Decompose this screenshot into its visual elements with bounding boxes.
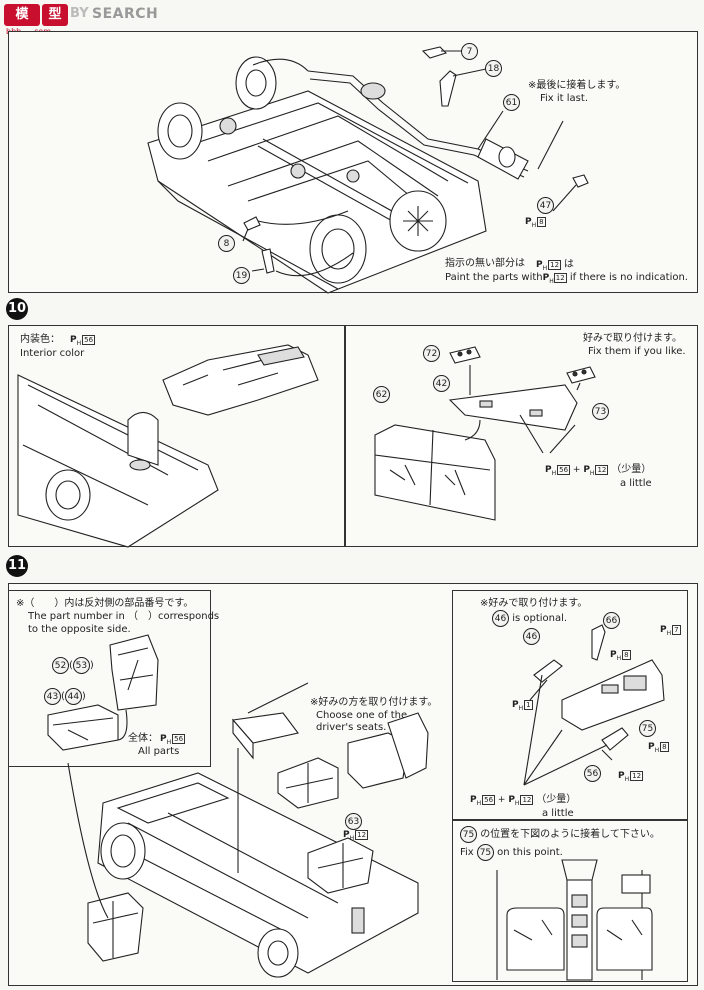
part-52: 52 [52, 657, 69, 674]
fix-if-like-jp: 好みで取り付けます。 [583, 333, 682, 344]
step11-interior-topview-illustration [496, 859, 653, 981]
logo-badge-icon-2: 型 [42, 4, 68, 26]
part-73: 73 [592, 403, 609, 420]
opposite-note-en-1: The part number in （ ）corresponds [28, 611, 220, 622]
part-46-inline: 46 [492, 610, 509, 627]
part-pair-43-44: 43(44) [44, 688, 86, 705]
logo-badge-icon: 模 [4, 4, 40, 26]
mix-jp-step11: （少量） [536, 794, 577, 805]
paren-close-2: ) [81, 691, 86, 702]
opposite-note-en-2: to the opposite side. [28, 624, 131, 635]
step9-chassis-illustration [147, 46, 589, 294]
no-indication-note-jp: 指示の無い部分は [445, 258, 525, 269]
step-10-badge: 10 [6, 298, 28, 320]
step11-console-illustration [523, 624, 665, 786]
all-parts-en: All parts [138, 746, 180, 757]
logo-text: SEARCH [92, 6, 159, 22]
fix75-en-post: on this point. [497, 847, 563, 858]
fix75-note-jp: 75 の位置を下図のように接着して下さい。 [460, 826, 660, 843]
fix-if-like-en: Fix them if you like. [588, 346, 686, 357]
paren-close: ) [89, 660, 94, 671]
step11-seat-parts-illustration [47, 634, 159, 751]
part-66: 66 [603, 612, 620, 629]
optional-46-en: 46 is optional. [492, 610, 567, 627]
interior-color-label-en: Interior color [20, 348, 85, 359]
part-19: 19 [233, 267, 250, 284]
fix-last-note-en: Fix it last. [540, 93, 588, 104]
step11-chassis-illustration [67, 682, 429, 978]
part-62: 62 [373, 386, 390, 403]
choose-seat-en-2: driver's seats. [316, 722, 387, 733]
optional-46-jp: ※好みで取り付けます。 [480, 598, 588, 609]
logo-partial-text: BY [70, 6, 89, 21]
part-53: 53 [72, 657, 90, 674]
part-63: 63 [345, 813, 362, 830]
opposite-note-jp: ※（ ）内は反対側の部品番号です。 [16, 598, 194, 609]
part-72: 72 [423, 345, 440, 362]
choose-seat-jp: ※好みの方を取り付けます。 [310, 697, 438, 708]
part-18: 18 [485, 60, 502, 77]
interior-color-label-jp: 内装色： [20, 334, 60, 345]
part-44: 44 [64, 688, 82, 705]
fix-last-note-jp: ※最後に接着します。 [528, 80, 626, 91]
part-46: 46 [523, 628, 540, 645]
choose-seat-en-1: Choose one of the [316, 710, 408, 721]
step-11-badge: 11 [6, 555, 28, 577]
paren-open-2: ( [61, 691, 65, 702]
no-indication-en-code: 12 [553, 273, 567, 283]
part-43: 43 [44, 688, 61, 705]
mix-en-step10: a little [620, 478, 652, 489]
part-42: 42 [433, 375, 450, 392]
step10-seat-illustration [374, 346, 596, 521]
part-75-inline-en: 75 [476, 844, 494, 861]
part-56: 56 [584, 765, 601, 782]
all-parts-jp: 全体： [128, 733, 158, 744]
fix75-en-pre: Fix [460, 847, 474, 858]
part-pair-52-53: 52(53) [52, 657, 94, 674]
optional-46-en-text: is optional. [512, 613, 568, 624]
mix-en-step11: a little [542, 808, 574, 819]
no-indication-en-pre: Paint the parts with [445, 272, 543, 283]
fix75-jp-text: の位置を下図のように接着して下さい。 [480, 829, 660, 840]
no-indication-suffix: は [563, 259, 574, 270]
part-61: 61 [503, 94, 520, 111]
step10-interior-illustration [17, 344, 319, 548]
part-8: 8 [218, 235, 235, 252]
part-47: 47 [537, 197, 554, 214]
paren-open: ( [69, 660, 73, 671]
mix-jp-step10: （少量） [611, 464, 652, 475]
part-7: 7 [461, 43, 478, 60]
no-indication-en-post: if there is no indication. [569, 272, 688, 283]
part-75-inline-jp: 75 [460, 826, 477, 843]
fix75-note-en: Fix 75 on this point. [460, 844, 563, 861]
part-75: 75 [639, 720, 656, 737]
